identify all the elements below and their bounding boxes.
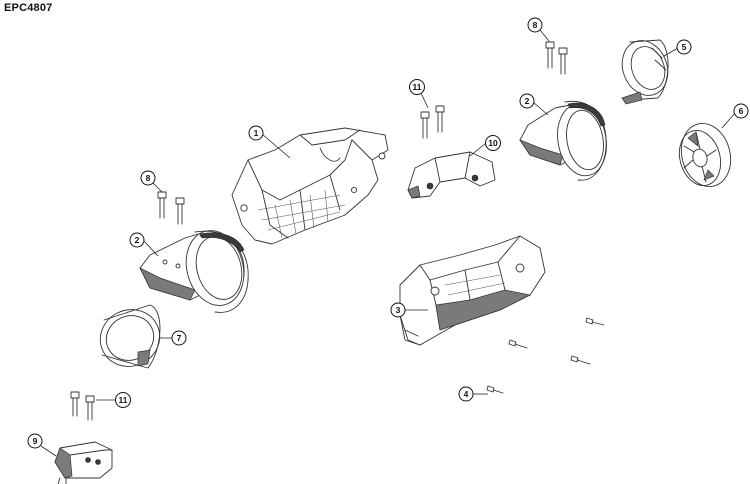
part-5-cap (621, 39, 669, 105)
svg-text:10: 10 (488, 138, 498, 148)
part-6-disc (678, 123, 732, 187)
callout-9: 9 (27, 433, 57, 457)
callout-2-right: 2 (519, 93, 549, 116)
svg-text:8: 8 (146, 173, 151, 183)
part-11-bolts-left (70, 391, 95, 421)
callout-7: 7 (160, 330, 187, 346)
callout-10: 10 (469, 135, 501, 157)
svg-text:7: 7 (177, 333, 182, 343)
diagram-code: EPC4807 (4, 2, 53, 14)
svg-text:8: 8 (533, 20, 538, 30)
svg-text:2: 2 (135, 235, 140, 245)
svg-text:5: 5 (682, 42, 687, 52)
part-2-bracket-left (139, 230, 249, 313)
part-9-bracket (54, 441, 113, 484)
part-8-bolts-right (545, 41, 568, 75)
svg-text:2: 2 (525, 96, 530, 106)
part-1-upper-housing (231, 127, 389, 245)
svg-text:9: 9 (33, 436, 38, 446)
callout-5: 5 (663, 39, 692, 57)
svg-text:11: 11 (119, 395, 128, 405)
callout-4: 4 (458, 386, 488, 402)
callout-3: 3 (390, 302, 428, 318)
part-3-lower-housing (399, 235, 546, 346)
part-2-bracket-right (519, 100, 607, 181)
callout-8-right: 8 (527, 17, 550, 42)
part-10-mount-bracket (407, 151, 496, 199)
svg-text:6: 6 (739, 106, 744, 116)
part-7-ring (99, 304, 161, 369)
svg-text:1: 1 (254, 128, 259, 138)
callout-11-bottom: 11 (96, 392, 131, 408)
callout-2-left: 2 (129, 232, 159, 257)
callout-11-top: 11 (409, 79, 429, 109)
svg-text:3: 3 (396, 305, 401, 315)
part-8-bolts-left (157, 191, 185, 225)
callout-8-left: 8 (140, 170, 163, 193)
part-11-bolts-top (420, 105, 445, 139)
callout-6: 6 (721, 103, 749, 129)
part-4-screws (486, 317, 605, 394)
svg-text:4: 4 (464, 389, 469, 399)
callout-1: 1 (248, 125, 291, 159)
svg-text:11: 11 (413, 82, 422, 92)
